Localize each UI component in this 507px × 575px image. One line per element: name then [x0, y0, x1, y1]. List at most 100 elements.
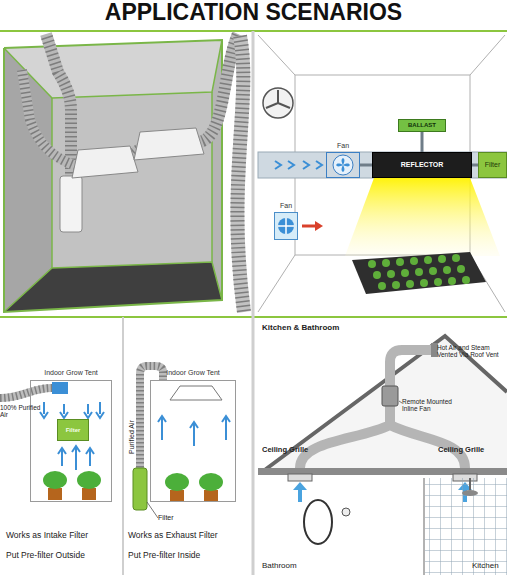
inline-fan: Fan [326, 152, 360, 178]
leader-line [399, 401, 402, 403]
plant-pot [170, 490, 184, 502]
airflow-arrow [62, 448, 90, 470]
roof-vent [431, 343, 438, 357]
node-label: Indoor Grow Tent [44, 369, 98, 376]
arrow-head [315, 221, 323, 231]
filter-box: Filter [57, 419, 89, 441]
plant-pot [48, 488, 62, 500]
attic-space [262, 336, 507, 470]
flex-duct-ribs [22, 70, 76, 166]
arrow-head [58, 446, 94, 454]
shower-head [462, 490, 478, 496]
node-label: Indoor Grow Tent [166, 369, 220, 376]
node-label: Fan [337, 142, 349, 149]
annotation-label: Filter [158, 514, 174, 522]
seedling [448, 277, 456, 285]
seedling [462, 276, 470, 284]
light-beam [345, 178, 500, 256]
flex-duct [237, 36, 244, 312]
seedling [406, 280, 414, 288]
plant-leaves [77, 471, 101, 489]
carbon-filter [133, 468, 147, 510]
kitchen-tiles [425, 478, 507, 575]
bathroom-mirror [304, 500, 332, 544]
flex-duct [0, 388, 52, 398]
annotation-label: Purified Air [128, 409, 136, 465]
plant-pot [204, 490, 218, 502]
seedling [396, 258, 404, 266]
annotation-label: Kitchen [472, 561, 499, 570]
filter-box: Filter [478, 152, 507, 178]
panel-divider [122, 317, 124, 575]
seedling [392, 281, 400, 289]
fan-blades [278, 218, 294, 234]
annotation-label: Ceiling Grille [262, 446, 308, 455]
plant-leaves [165, 473, 189, 491]
seedling [373, 271, 381, 279]
flex-duct [22, 70, 76, 166]
ballast-box: BALLAST [398, 119, 446, 132]
flex-duct-ribs [198, 34, 238, 142]
duct-connector [421, 132, 424, 152]
flex-duct [140, 366, 163, 468]
node-label: Filter [66, 427, 81, 433]
annotation-label: Remote Mounted Inline Fan [402, 398, 460, 413]
seedling [438, 255, 446, 263]
ceiling-grille [288, 474, 312, 481]
node-label: BALLAST [408, 122, 436, 128]
duct-run [258, 152, 507, 178]
seedling [401, 269, 409, 277]
annotation-label: Ceiling Grille [438, 446, 484, 455]
fan-symbol [333, 155, 353, 175]
wall-fan [263, 88, 293, 118]
room-edge [258, 35, 295, 75]
annotation-label: Bathroom [262, 561, 297, 570]
seedling [420, 279, 428, 287]
airflow-arrow [275, 161, 322, 169]
shower-pipe [469, 478, 471, 490]
grow-tent: Indoor Grow Tent [150, 380, 236, 502]
seedling [415, 268, 423, 276]
seedling [457, 265, 465, 273]
node-label: Fan [280, 202, 292, 209]
seedling [378, 282, 386, 290]
wall-fan-body [274, 212, 298, 240]
seedling [443, 266, 451, 274]
node-label: Filter [485, 161, 501, 168]
carbon-filter [60, 176, 82, 232]
tent-frame [4, 40, 222, 98]
tent-frame [4, 262, 222, 312]
inline-fan-symbol [382, 386, 398, 406]
plant-pot [82, 488, 96, 500]
annotation-label: Works as Intake Filter [6, 531, 122, 541]
flex-duct-ribs [237, 36, 244, 312]
seedling [434, 278, 442, 286]
reflector-hood [134, 128, 204, 160]
annotation-label: Kitchen & Bathroom [262, 323, 339, 332]
fan-symbol [278, 218, 294, 234]
flex-duct-ribs [0, 388, 52, 398]
seedling [424, 256, 432, 264]
tent-frame [4, 40, 222, 312]
annotation-label: Put Pre-filter Inside [128, 551, 252, 561]
room-edge [470, 35, 505, 75]
inline-fan-symbol [52, 382, 68, 394]
plant-leaves [43, 471, 67, 489]
arrow-head [293, 482, 307, 490]
wall-light [342, 508, 350, 516]
plant-leaves [199, 473, 223, 491]
seedling [387, 270, 395, 278]
roof-line [262, 336, 507, 472]
seedling [410, 257, 418, 265]
wall-fan-blades [266, 90, 290, 108]
wall-fan-box: Fan [274, 212, 298, 240]
annotation-label: Works as Exhaust Filter [128, 531, 252, 541]
annotation-label: Put Pre-filter Outside [6, 551, 122, 561]
reflector-hood [72, 146, 138, 178]
diagram-title: APPLICATION SCENARIOS [0, 0, 507, 26]
reflector-box: REFLECTOR [372, 152, 472, 178]
fan-blades [336, 158, 350, 172]
tent-floor [4, 262, 222, 312]
